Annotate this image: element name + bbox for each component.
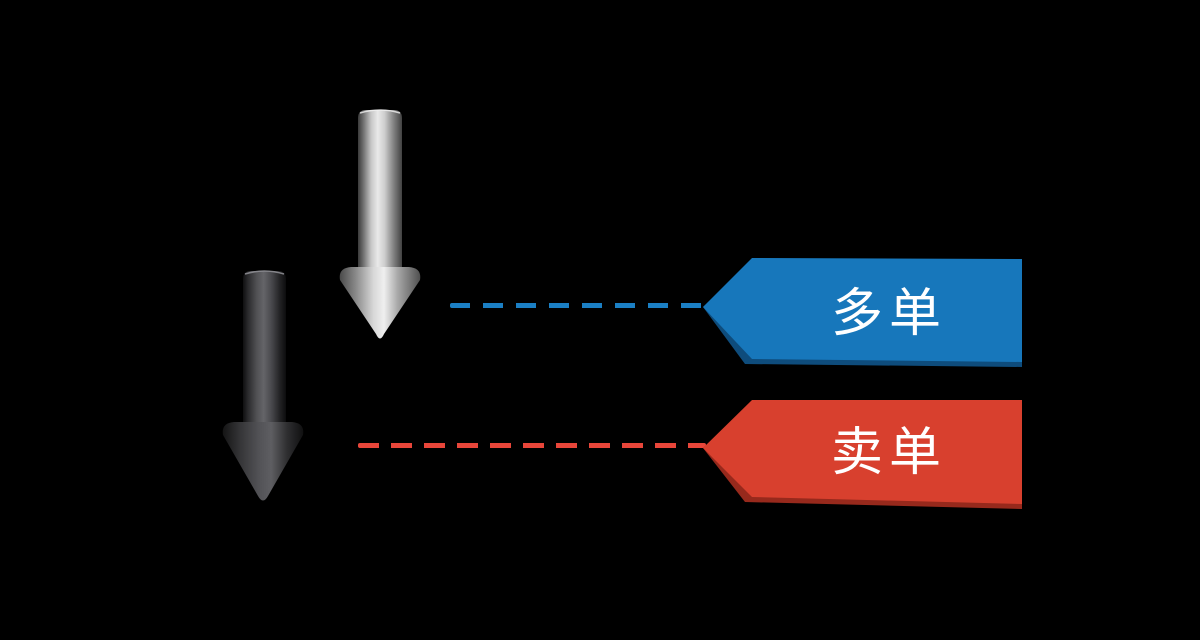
red-dashed-connector <box>358 443 706 448</box>
long-order-banner <box>703 258 1022 367</box>
blue-dashed-connector <box>450 303 706 308</box>
long-order-banner-shape <box>703 258 1022 362</box>
sell-order-banner <box>703 400 1022 509</box>
long-order-label: 多单 <box>830 284 947 343</box>
silver-down-arrow-icon <box>339 109 421 339</box>
sell-order-banner-shape <box>703 400 1022 504</box>
sell-order-label: 卖单 <box>830 423 947 482</box>
dark-down-arrow-icon <box>222 270 304 501</box>
